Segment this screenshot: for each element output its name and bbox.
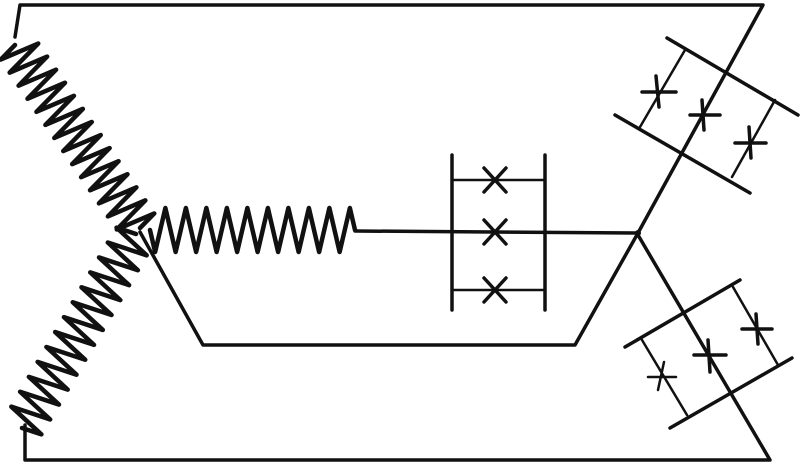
junction-dot: [635, 230, 641, 236]
lamp-branch: [638, 48, 687, 129]
lamp-cross-icon: [733, 125, 768, 160]
lamp-cross-icon: [688, 98, 722, 132]
lamp-cross-icon: [740, 312, 774, 346]
lamp-x-icon: [482, 166, 508, 194]
lamp-branch: [730, 98, 777, 179]
bottom-wire: [23, 233, 772, 462]
lower-right-lamp-bank: [623, 278, 794, 430]
upper-left-coil: [0, 41, 157, 232]
bus-bar: [668, 356, 794, 430]
lamp-cross-icon: [646, 360, 678, 392]
lamp-cross-icon: [692, 338, 728, 374]
return-wire: [138, 230, 640, 347]
lamp-x-icon: [482, 218, 508, 246]
lower-left-coil: [9, 225, 149, 437]
lamp-x-icon: [482, 276, 508, 304]
middle-coil: [147, 205, 358, 255]
upper-right-lamp-bank: [613, 36, 800, 195]
bus-bar: [665, 36, 800, 117]
bus-bar: [623, 278, 742, 349]
bus-bar: [613, 113, 752, 195]
center-lamp-bank: [450, 153, 547, 312]
top-wire: [13, 3, 765, 235]
lamp-cross-icon: [640, 74, 678, 109]
